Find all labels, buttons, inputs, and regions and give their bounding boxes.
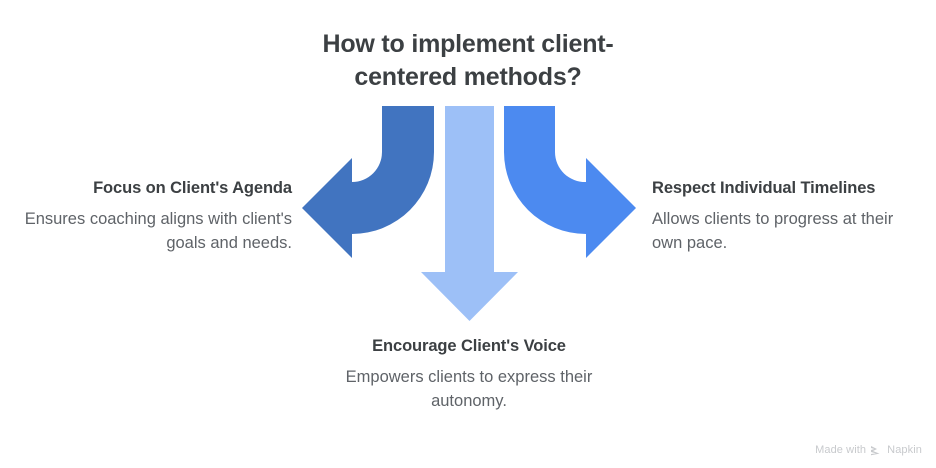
watermark-prefix: Made with bbox=[815, 444, 867, 456]
napkin-chevrons-icon bbox=[870, 445, 883, 456]
branch-left: Focus on Client's Agenda Ensures coachin… bbox=[12, 178, 292, 255]
arrow-left-shape bbox=[302, 106, 434, 258]
branch-bottom-heading: Encourage Client's Voice bbox=[372, 337, 566, 355]
branch-left-description: Ensures coaching aligns with client's go… bbox=[24, 210, 292, 252]
branch-right: Respect Individual Timelines Allows clie… bbox=[652, 178, 928, 255]
branch-right-heading: Respect Individual Timelines bbox=[652, 179, 876, 197]
arrow-down-shape bbox=[421, 106, 518, 321]
watermark: Made with Napkin bbox=[815, 444, 922, 456]
page-title-line-1: How to implement client- bbox=[322, 30, 614, 58]
watermark-brand: Napkin bbox=[887, 444, 922, 456]
page-title: How to implement client- centered method… bbox=[268, 28, 668, 94]
branch-left-heading: Focus on Client's Agenda bbox=[93, 179, 292, 197]
branch-bottom: Encourage Client's Voice Empowers client… bbox=[318, 336, 620, 413]
branch-right-description: Allows clients to progress at their own … bbox=[652, 210, 894, 252]
arrow-right-shape bbox=[504, 106, 636, 258]
branch-bottom-description: Empowers clients to express their autono… bbox=[345, 368, 593, 410]
page-title-line-2: centered methods? bbox=[354, 63, 582, 91]
